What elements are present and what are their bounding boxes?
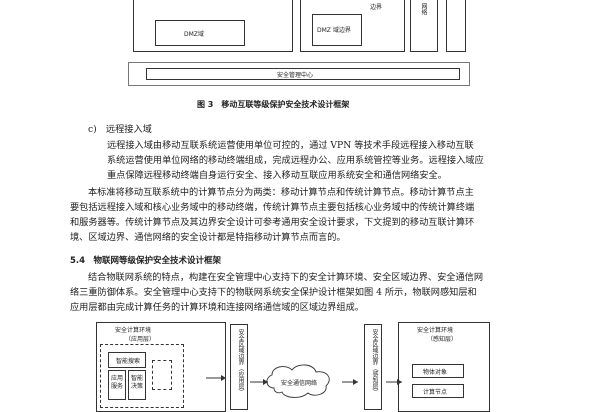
smart-search-label: 智能搜索 xyxy=(116,358,141,365)
compute-node-box: 计算节点 xyxy=(412,384,464,398)
paragraph-line: 和服务器等。传统计算节点及其边界安全设计可参考通用安全设计要求，下文提到的移动互… xyxy=(70,217,475,228)
physical-object-label: 物体对象 xyxy=(423,369,448,376)
section-54-line: 结合物联网系统的特点，构建在安全管理中心支持下的安全计算环境、安全区域边界、安全… xyxy=(88,272,484,283)
right-tall-box: 网络 xyxy=(410,0,438,52)
dmz-left-label: DMZ域 xyxy=(184,31,204,38)
paragraph-line: 要包括远程接入域和核心业务域中的移动终端，传统计算节点主要包括核心业务域中的传统… xyxy=(70,202,475,213)
section-c-line: 远程接入域由移动互联系统运营使用单位可控的，通过 VPN 等技术手段远程接入移动… xyxy=(107,140,474,151)
smart-search-box: 智能搜索 xyxy=(108,352,146,368)
dmz-mid-box: DMZ 域边界 xyxy=(312,14,362,46)
section-c-heading: c) 远程接入域 xyxy=(88,124,152,135)
diagram-frame xyxy=(128,62,470,86)
section-c-line: 重点保障远程移动终端自身运行安全、接入移动互联应用系统安全和通信网络安全。 xyxy=(107,170,447,181)
section-54-line: 络三重防御体系。安全管理中心支持下的物联网系统安全保护设计框架如图 4 所示，物… xyxy=(70,287,477,298)
left-boundary-box: 安全区域边界（应用层） xyxy=(230,324,248,410)
left-boundary-label: 安全区域边界（应用层） xyxy=(237,329,244,395)
security-center-label: 安全管理中心 xyxy=(277,72,314,79)
border-top-label: 边界 xyxy=(370,4,383,11)
paragraph-line: 本标准将移动互联系统中的计算节点分为两类：移动计算节点和传统计算节点。移动计算节… xyxy=(88,187,474,198)
dashed-node-stack xyxy=(152,360,172,390)
right-env-title: 安全计算环境 xyxy=(417,327,454,334)
arrows xyxy=(206,364,402,398)
smart-decision-label: 智能决策 xyxy=(131,375,144,390)
security-center-bar: 安全管理中心 xyxy=(146,68,460,80)
left-env-layer: （应用层） xyxy=(125,336,156,343)
section-54-line: 应用层都由完成计算任务的计算环境和连接网络通信域的区域边界组成。 xyxy=(70,302,364,313)
right-boundary-label: 安全区域边界（感知层） xyxy=(371,329,378,395)
dmz-left-box: DMZ域 xyxy=(155,20,245,46)
compute-node-label: 计算节点 xyxy=(423,389,448,396)
net-label: 网络 xyxy=(420,3,427,15)
right-edge-box xyxy=(446,0,466,52)
network-cloud xyxy=(266,364,330,398)
section-54-heading: 5.4 物联网等级保护安全技术设计框架 xyxy=(70,256,222,266)
physical-object-box: 物体对象 xyxy=(412,364,464,378)
dmz-mid-label: DMZ 域边界 xyxy=(317,27,351,34)
section-c-line: 系统运营使用单位网络的移动终端组成，完成远程办公、应用系统管控等业务。远程接入域… xyxy=(107,155,484,166)
network-label: 安全通信网络 xyxy=(281,380,318,387)
right-env-layer: （感知层） xyxy=(427,336,458,343)
right-boundary-box: 安全区域边界（感知层） xyxy=(364,324,382,410)
left-env-title: 安全计算环境 xyxy=(115,327,152,334)
figure3-caption: 图 3 移动互联等级保护安全技术设计框架 xyxy=(197,100,350,109)
mid-outer-box xyxy=(300,0,405,52)
app-service-label: 应用服务 xyxy=(111,375,124,390)
paragraph-line: 境、区域边界、通信网络的安全设计都是特指移动计算节点而言的。 xyxy=(70,232,346,243)
left-outer-box xyxy=(133,0,293,52)
